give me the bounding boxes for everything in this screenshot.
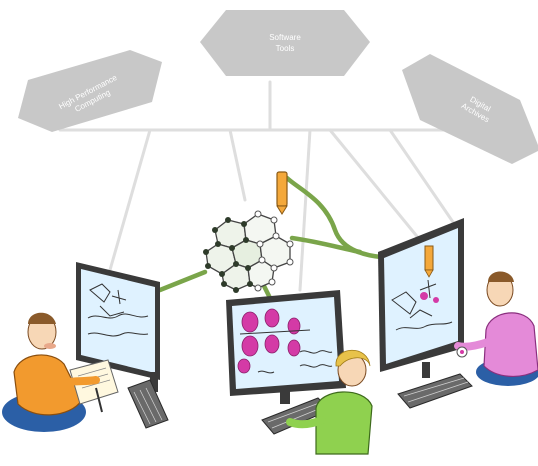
orbital-lobes (237, 308, 301, 374)
digital-archives-hexagon: Digital Archives (402, 54, 538, 164)
hpc-hexagon: High Performance Computing (18, 50, 162, 132)
left-monitor-scrawl (87, 283, 149, 337)
center-monitor (226, 290, 346, 404)
connector-lines (58, 80, 502, 292)
right-keyboard-icon (397, 373, 473, 409)
software-tools-line2: Tools (276, 44, 295, 53)
software-tools-hexagon: Software Tools (200, 10, 370, 76)
probe-tip-icon (276, 171, 288, 215)
software-tools-line1: Software (269, 33, 301, 42)
left-researcher-figure (2, 312, 119, 432)
molecule-icon (203, 210, 294, 293)
right-researcher-figure (454, 271, 538, 386)
left-keyboard-icon (127, 379, 169, 429)
center-researcher-figure (286, 349, 373, 455)
left-monitor (76, 262, 160, 392)
right-monitor (378, 218, 464, 378)
